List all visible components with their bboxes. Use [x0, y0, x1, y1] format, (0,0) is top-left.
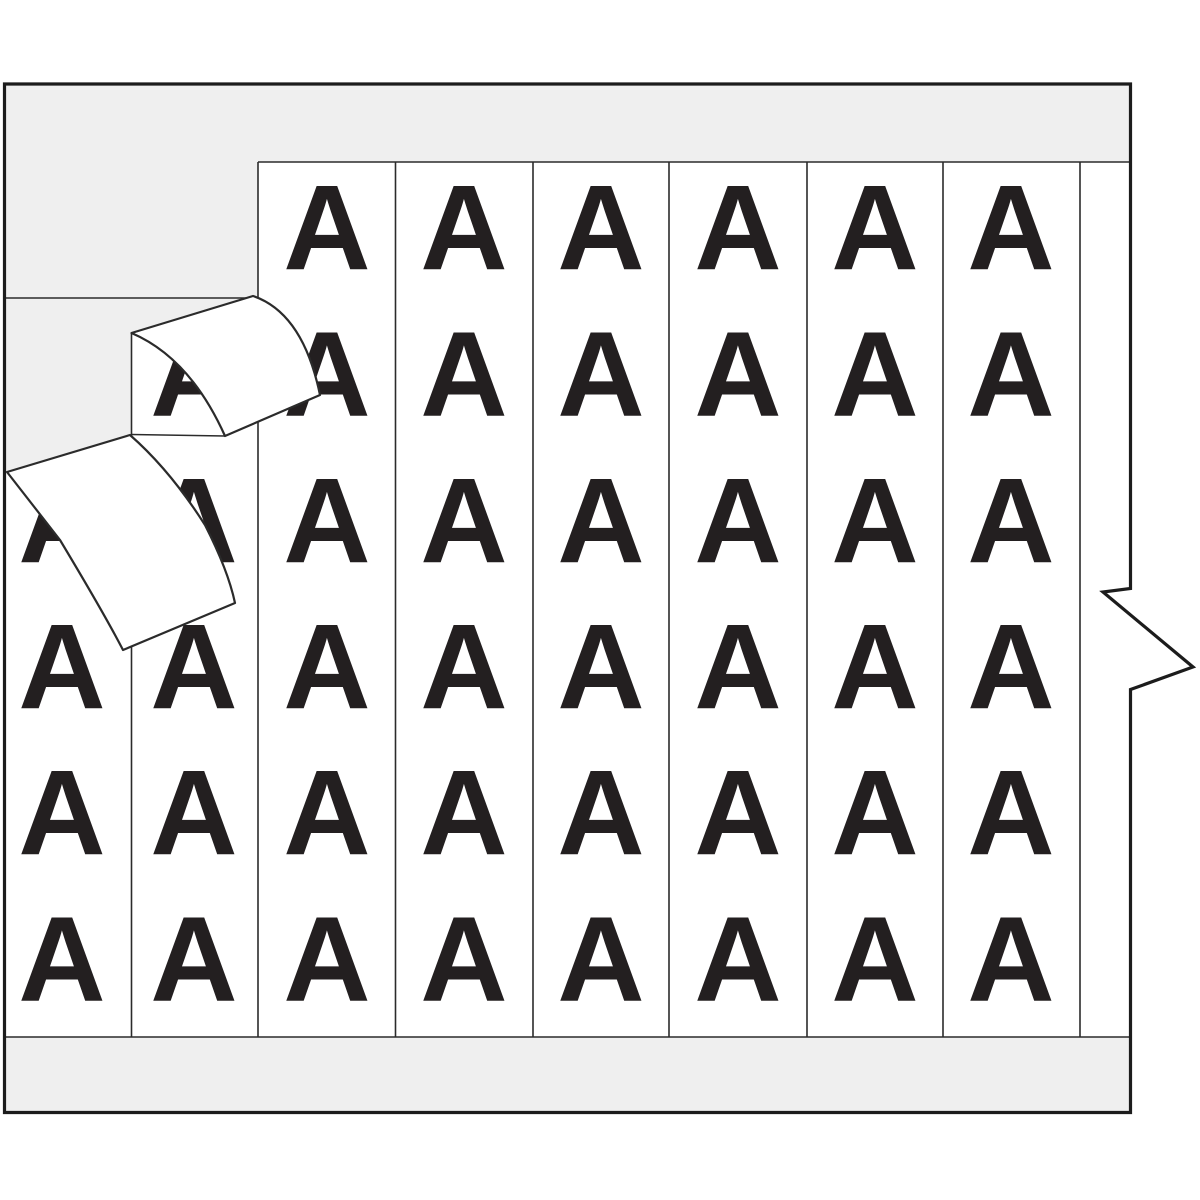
marker-letter: A: [18, 744, 105, 880]
marker-letter: A: [283, 452, 370, 588]
marker-letter: A: [557, 159, 644, 295]
marker-letter: A: [557, 891, 644, 1027]
marker-letter: A: [831, 598, 918, 734]
marker-letter: A: [831, 891, 918, 1027]
marker-letter: A: [18, 891, 105, 1027]
marker-letter: A: [18, 598, 105, 734]
die-cut-lines: [4, 161, 1130, 1038]
marker-letter: A: [694, 452, 781, 588]
marker-letter: A: [694, 159, 781, 295]
marker-letter: A: [967, 744, 1054, 880]
marker-letter: A: [150, 891, 237, 1027]
exposed-liner-area: [4, 162, 258, 473]
marker-letter: A: [420, 598, 507, 734]
marker-letter: A: [150, 744, 237, 880]
marker-letter: A: [557, 452, 644, 588]
marker-letter: A: [831, 452, 918, 588]
marker-letter: A: [420, 452, 507, 588]
marker-letter: A: [420, 891, 507, 1027]
marker-letter: A: [283, 598, 370, 734]
marker-letter: A: [831, 744, 918, 880]
peeling-label-upper-flap: [130, 294, 322, 438]
marker-letter: A: [283, 891, 370, 1027]
marker-letter: A: [967, 598, 1054, 734]
marker-letter: A: [557, 306, 644, 442]
marker-letter: A: [283, 744, 370, 880]
card-border: [2, 82, 1197, 1115]
marker-letter: A: [967, 306, 1054, 442]
marker-letter: A: [694, 598, 781, 734]
peeling-label-lower: [5, 433, 237, 652]
peeling-label-upper: [130, 294, 322, 438]
marker-letter: A: [967, 452, 1054, 588]
marker-letter: A: [694, 891, 781, 1027]
marker-letter: A: [420, 306, 507, 442]
marker-letter: A: [420, 159, 507, 295]
tear-tab-fill: [1103, 588, 1193, 690]
marker-letter: A: [694, 744, 781, 880]
marker-letter: A: [557, 744, 644, 880]
marker-letter: A: [420, 744, 507, 880]
marker-letters: AAAAAAAAAAAAAAAAAAAAAAAAAAAAAAAAAAAAAAAA…: [18, 159, 1054, 1027]
marker-letter: A: [831, 306, 918, 442]
marker-letter: A: [283, 159, 370, 295]
marker-letter: A: [694, 306, 781, 442]
marker-letter: A: [967, 159, 1054, 295]
marker-letter: A: [967, 891, 1054, 1027]
peel-cut-line: [131, 433, 226, 437]
marker-letter: A: [831, 159, 918, 295]
marker-letter: A: [557, 598, 644, 734]
